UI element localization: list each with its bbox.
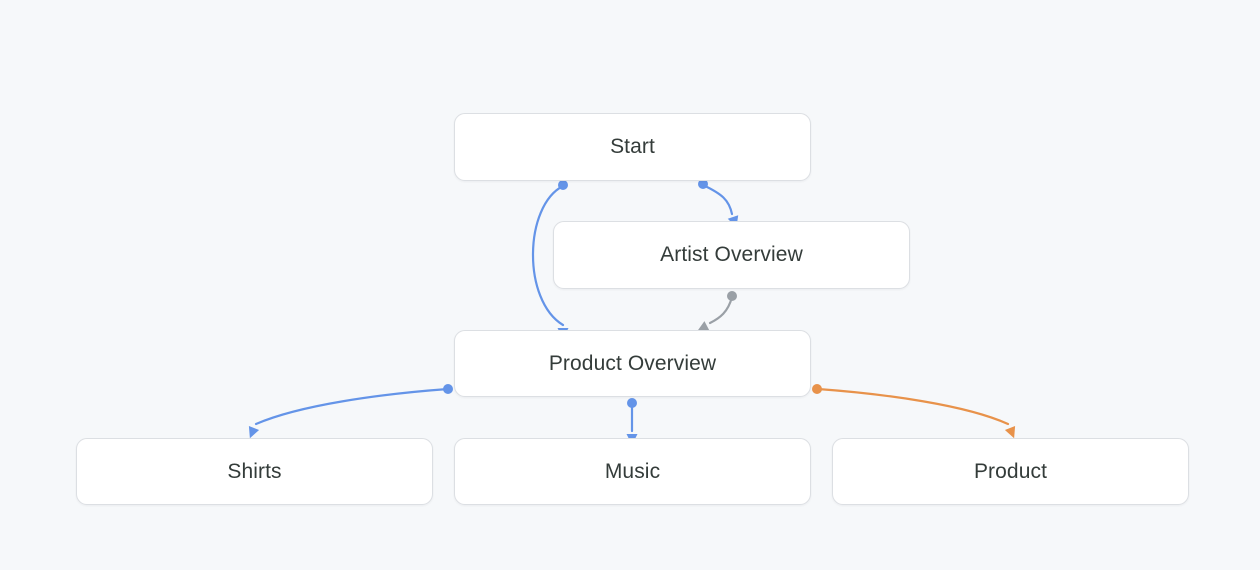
flow-node-start[interactable]: Start <box>454 113 811 181</box>
handle-artist-overview-bottom[interactable] <box>727 291 737 301</box>
flow-node-label-product-overview: Product Overview <box>548 351 717 375</box>
flow-node-artist-overview[interactable]: Artist Overview <box>553 221 910 289</box>
handle-product-overview-right[interactable] <box>812 384 822 394</box>
handle-start-left[interactable] <box>558 180 568 190</box>
edge-product-overview-to-shirts[interactable] <box>254 387 450 426</box>
flow-node-label-music: Music <box>604 459 661 483</box>
flow-node-product-overview[interactable]: Product Overview <box>454 330 811 397</box>
flow-node-label-start: Start <box>610 135 655 158</box>
flow-node-music[interactable]: Music <box>454 438 811 505</box>
edge-product-overview-to-product[interactable] <box>816 387 1010 426</box>
flow-node-shirts[interactable]: Shirts <box>76 438 433 505</box>
flow-node-label-artist-overview: Artist Overview <box>660 243 803 266</box>
edge-artist-overview-to-product-overview[interactable] <box>708 295 734 325</box>
handle-product-overview-left[interactable] <box>443 384 453 394</box>
flow-node-label-product: Product <box>973 459 1048 483</box>
flow-node-label-shirts: Shirts <box>227 459 282 483</box>
flow-node-product[interactable]: Product <box>832 438 1189 505</box>
edge-start-to-artist-overview[interactable] <box>701 183 734 216</box>
handle-product-overview-bottom[interactable] <box>627 398 637 408</box>
